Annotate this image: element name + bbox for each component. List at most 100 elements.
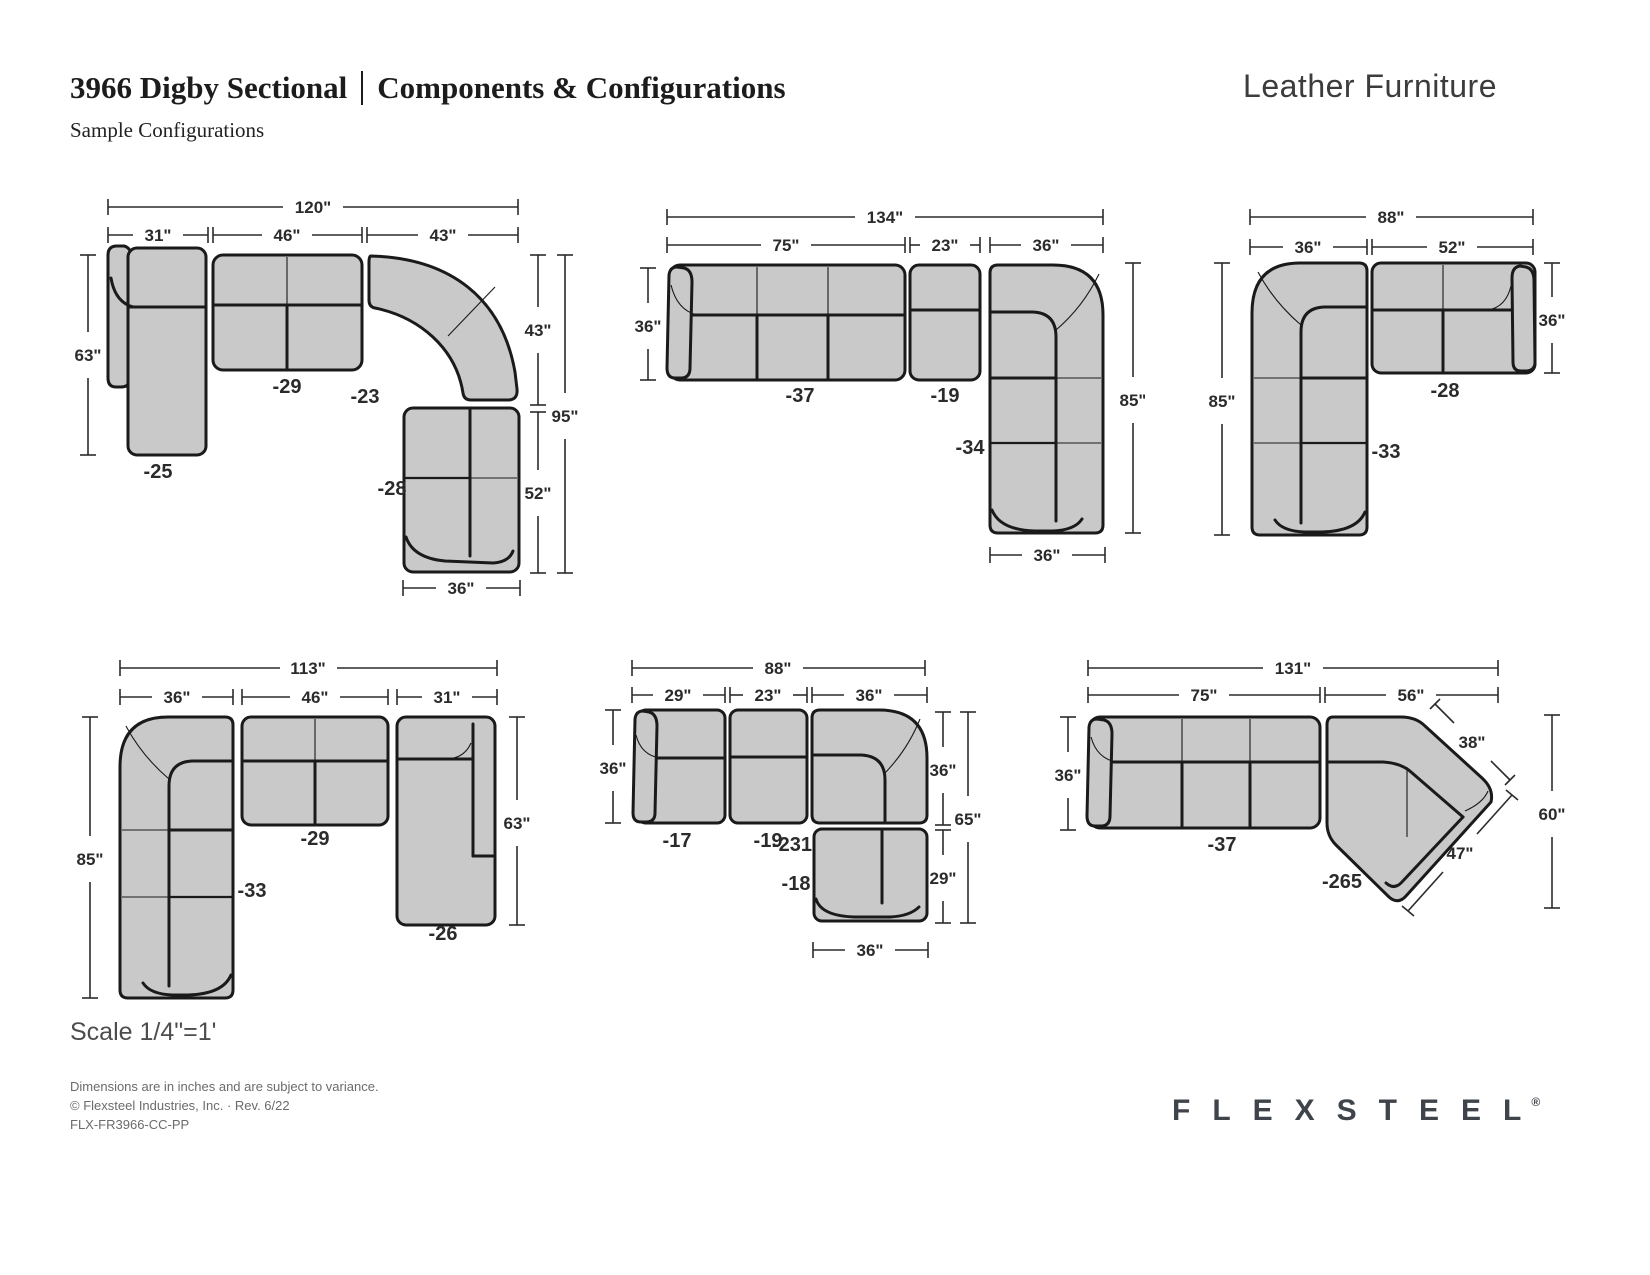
dim-diag-lower: 47" (1447, 844, 1474, 863)
piece-label: -19 (931, 385, 960, 407)
dim-total: 131" (1275, 659, 1311, 678)
config-6-dim-right: 60" (1539, 714, 1565, 909)
config-6-dim-total: 131" (1087, 659, 1499, 678)
piece-label: -37 (786, 385, 815, 407)
category-label: Leather Furniture (1243, 68, 1497, 104)
config-4-dim-right: 63" (504, 716, 531, 926)
config-1-diagram: 120" 31" 46" 43" 63" 43" 52" 9 (75, 198, 579, 598)
loveseat-arm (1510, 264, 1537, 373)
config-2-pieces (665, 263, 1105, 535)
config-4-dim-total: 113" (119, 659, 498, 678)
dim-left-depth: 85" (77, 850, 104, 869)
fine-print-line: FLX-FR3966-CC-PP (70, 1116, 190, 1132)
flexsteel-logo: FLEXSTEEL® (1172, 1094, 1540, 1128)
dim-left-depth: 36" (1055, 766, 1082, 785)
piece-label: -23 (351, 386, 380, 408)
chaise-piece (126, 246, 208, 457)
dim-seg: 23" (932, 236, 959, 255)
piece-label: -29 (273, 376, 302, 398)
dim-left-depth: 85" (1209, 392, 1236, 411)
config-3-dim-right: 36" (1539, 262, 1566, 374)
piece-label: -25 (144, 461, 173, 483)
chair-arm (631, 709, 659, 824)
config-3-dim-total: 88" (1249, 208, 1534, 227)
dim-right-total: 85" (1120, 391, 1145, 410)
dim-seg: 31" (145, 226, 172, 245)
sofa-piece (668, 263, 907, 382)
dim-seg: 43" (430, 226, 457, 245)
dim-total: 134" (867, 208, 903, 227)
dim-right-upper: 43" (525, 321, 552, 340)
corner-piece (988, 263, 1105, 535)
dim-bottom: 36" (448, 579, 475, 598)
config-2-diagram: 134" 75" 23" 36" 36" 85" 36" -3 (635, 208, 1145, 565)
dim-seg: 36" (1033, 236, 1060, 255)
config-2-dim-bottom: 36" (989, 546, 1106, 565)
config-5-dim-segments: 29" 23" 36" (631, 686, 928, 705)
logo-text: FLEXSTEEL (1172, 1094, 1544, 1127)
model-title: 3966 Digby Sectional (70, 70, 348, 105)
config-6-dim-diag-lower: 47" (1401, 789, 1519, 917)
dim-bottom: 36" (1034, 546, 1061, 565)
fine-print: Dimensions are in inches and are subject… (70, 1078, 379, 1135)
config-3-pieces (1250, 261, 1537, 537)
config-1-dim-segments: 31" 46" 43" (107, 226, 519, 245)
config-5-dim-bottom: 36" (812, 941, 929, 960)
dim-seg: 36" (856, 686, 883, 705)
config-6-pieces (1085, 715, 1494, 903)
piece-label: -17 (663, 830, 692, 852)
config-1-dim-bottom: 36" (402, 579, 521, 598)
piece-label: -33 (1372, 441, 1401, 463)
config-5-pieces (631, 708, 929, 923)
config-5-dim-total: 88" (631, 659, 926, 678)
dim-right-upper: 36" (930, 761, 957, 780)
dim-total: 88" (765, 659, 792, 678)
config-4-dim-segments: 36" 46" 31" (119, 688, 498, 707)
dim-right-lower: 52" (525, 484, 552, 503)
config-6-dim-diag-upper: 38" (1429, 698, 1516, 786)
dim-left-depth: 36" (600, 759, 627, 778)
dim-seg: 36" (1295, 238, 1322, 257)
title-divider (361, 71, 364, 105)
dim-total: 113" (290, 659, 326, 678)
piece-label: -18 (782, 873, 811, 895)
dim-right-depth: 63" (504, 814, 531, 833)
piece-label: -37 (1208, 834, 1237, 856)
fine-print-line: © Flexsteel Industries, Inc. · Rev. 6/22 (70, 1097, 290, 1113)
dim-seg: 52" (1439, 238, 1466, 257)
corner-piece (810, 708, 929, 825)
scale-note: Scale 1/4"=1' (70, 1018, 217, 1046)
config-2-dim-right: 85" (1120, 262, 1145, 534)
config-5-dim-left: 36" (600, 709, 627, 824)
registered-mark: ® (1531, 1095, 1541, 1109)
config-6-diagram: 131" 75" 56" 36" 38" 47" 60" (1055, 659, 1565, 917)
config-1-dim-right: 43" 52" 95" (525, 254, 578, 574)
config-1-pieces (106, 244, 521, 574)
dim-total: 120" (295, 198, 331, 217)
sofa-arm (1085, 717, 1114, 828)
ottoman-piece (812, 827, 929, 923)
config-4-diagram: 113" 36" 46" 31" 85" 63" -33 -29 -26 (77, 659, 531, 1000)
config-3-dim-segments: 36" 52" (1249, 238, 1534, 257)
config-6-dim-segments: 75" 56" (1087, 686, 1499, 705)
dim-left-depth: 63" (75, 346, 102, 365)
piece-label: -33 (238, 880, 267, 902)
dim-seg: 46" (274, 226, 301, 245)
dim-right-depth: 36" (1539, 311, 1566, 330)
armless-piece (402, 406, 521, 574)
dim-seg: 46" (302, 688, 329, 707)
config-3-dim-left: 85" (1209, 262, 1236, 536)
corner-piece (118, 715, 235, 1000)
config-5-diagram: 88" 29" 23" 36" 36" 36" 29" 65 (600, 659, 982, 960)
config-4-dim-left: 85" (77, 716, 104, 999)
fine-print-line: Dimensions are in inches and are subject… (70, 1079, 379, 1094)
subtitle: Sample Configurations (70, 118, 265, 142)
dim-seg: 75" (1191, 686, 1218, 705)
dim-right-lower: 29" (930, 869, 957, 888)
config-2-dim-total: 134" (666, 208, 1104, 227)
dim-seg: 36" (164, 688, 191, 707)
config-6-dim-left: 36" (1055, 716, 1082, 831)
piece-label: -28 (378, 478, 407, 500)
